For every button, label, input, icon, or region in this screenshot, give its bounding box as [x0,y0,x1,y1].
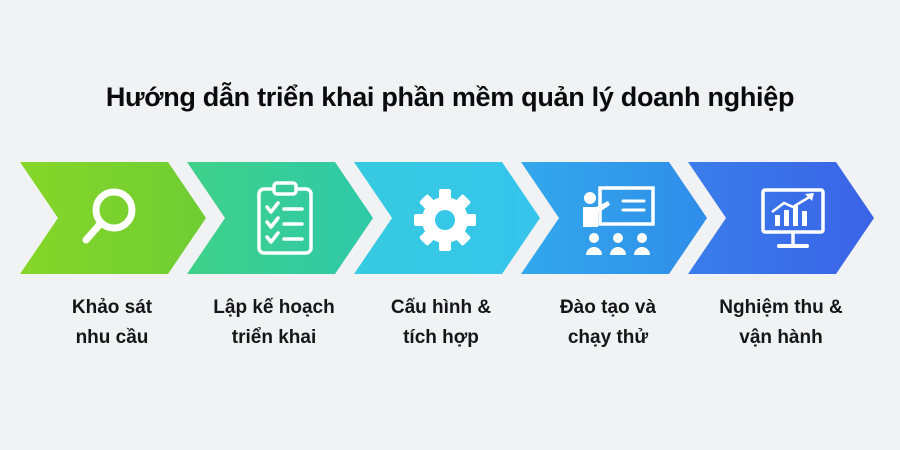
step-4-label: Đào tạo và chạy thử [559,297,657,348]
step-2-label: Lập kế hoạch triển khai [213,297,335,348]
clipboard-checklist-icon [257,181,313,255]
step-4-chevron [521,162,707,274]
step-5-label: Nghiệm thu & vận hành [719,297,843,348]
step-3-label: Cấu hình & tích hợp [390,297,492,348]
step-5-chevron [688,162,874,274]
step-1-label: Khảo sát nhu cầu [71,297,153,348]
step-1-chevron [20,162,206,274]
gear-icon [414,189,476,251]
magnifier-icon [82,188,136,244]
step-3-chevron [354,162,540,274]
page-title: Hướng dẫn triển khai phần mềm quản lý do… [105,82,795,112]
monitor-growth-chart-icon [761,188,825,248]
step-2-chevron [187,162,373,274]
training-presentation-icon [583,186,655,255]
